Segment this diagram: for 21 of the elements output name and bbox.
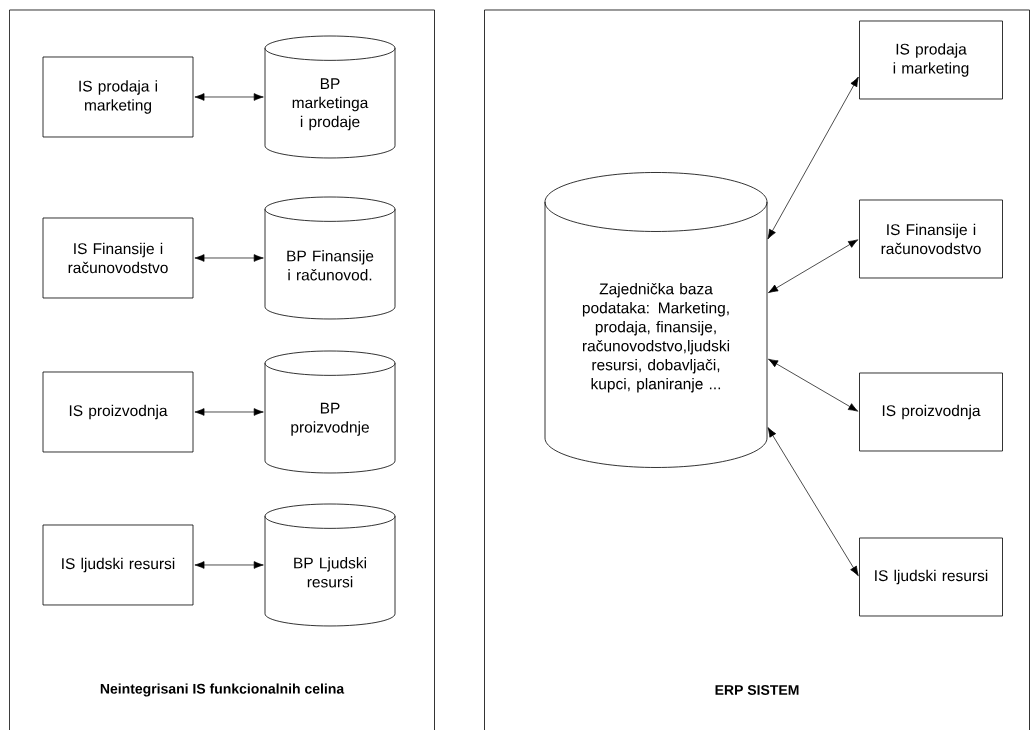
process-box: IS proizvodnja bbox=[42, 371, 194, 453]
database-cylinder: Zajednička baza podataka: Marketing, prodaja, finansije, računovodstvo,ljudski resursi, dobavljači, kupci, planiranje ... bbox=[544, 172, 768, 468]
database-cylinder: BP Ljudski resursi bbox=[264, 503, 396, 627]
arrow bbox=[194, 254, 264, 262]
process-box: IS prodaja i marketing bbox=[859, 20, 1003, 100]
database-cylinder: BP Finansije i računovod. bbox=[264, 196, 396, 320]
process-box: IS proizvodnja bbox=[859, 372, 1003, 452]
process-box: IS ljudski resursi bbox=[859, 537, 1003, 617]
arrow bbox=[768, 358, 859, 412]
arrow bbox=[767, 427, 859, 577]
process-box: IS prodaja i marketing bbox=[42, 56, 194, 138]
process-box: IS Finansije i računovodstvo bbox=[42, 217, 194, 299]
arrow bbox=[194, 561, 264, 569]
arrow bbox=[194, 408, 264, 416]
database-cylinder: BP marketinga i prodaje bbox=[264, 35, 396, 159]
arrow bbox=[767, 76, 859, 240]
database-cylinder: BP proizvodnje bbox=[264, 350, 396, 474]
process-box: IS Finansije i računovodstvo bbox=[859, 199, 1003, 279]
arrow bbox=[194, 93, 264, 101]
arrow bbox=[768, 239, 859, 293]
process-box: IS ljudski resursi bbox=[42, 524, 194, 606]
